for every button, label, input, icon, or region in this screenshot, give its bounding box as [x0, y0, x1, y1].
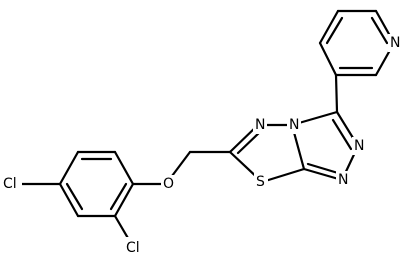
- atom-label-pyridine-n: N: [388, 34, 402, 52]
- bond: [318, 41, 338, 77]
- bond: [318, 9, 340, 45]
- double-bond-inner: [109, 182, 128, 211]
- atom-label-bridge-n: N: [287, 116, 301, 134]
- triazole-n2-label: N: [338, 172, 348, 188]
- thiadiazole-s-label: S: [256, 174, 265, 190]
- bond: [58, 150, 80, 186]
- bond: [113, 182, 135, 218]
- atom-label-ether-o: O: [161, 175, 175, 193]
- double-bond-inner: [236, 129, 263, 155]
- thiadiazole-n-label: N: [255, 117, 265, 133]
- cl-para-label: Cl: [3, 176, 17, 192]
- bond-triazole-pyridine: [334, 73, 339, 114]
- atom-label-thiadiazole-n: N: [253, 116, 267, 134]
- double-bond-inner: [65, 182, 84, 211]
- triazole-n1-label: N: [354, 138, 364, 154]
- bond: [58, 182, 80, 218]
- atom-label-triazole-n1: N: [352, 137, 366, 155]
- double-bond-inner: [331, 118, 353, 151]
- ether-o-label: O: [163, 176, 174, 192]
- double-bond-inner: [306, 162, 340, 175]
- double-bond-inner: [325, 16, 344, 45]
- atom-label-triazole-n2: N: [336, 171, 350, 189]
- pyridine-n-label: N: [390, 35, 400, 51]
- atom-label-cl-ortho: Cl: [124, 237, 148, 259]
- double-bond-inner: [370, 16, 389, 45]
- atom-label-cl-para: Cl: [2, 174, 22, 194]
- bond: [113, 150, 135, 186]
- bond: [260, 167, 306, 184]
- dichlorophenyl-ring: [58, 150, 135, 218]
- bond: [302, 167, 344, 182]
- pyridine-ring: [318, 9, 396, 77]
- bridge-n-label: N: [289, 117, 299, 133]
- cl-ortho-label: Cl: [126, 240, 140, 256]
- atom-label-thiadiazole-s: S: [254, 173, 268, 191]
